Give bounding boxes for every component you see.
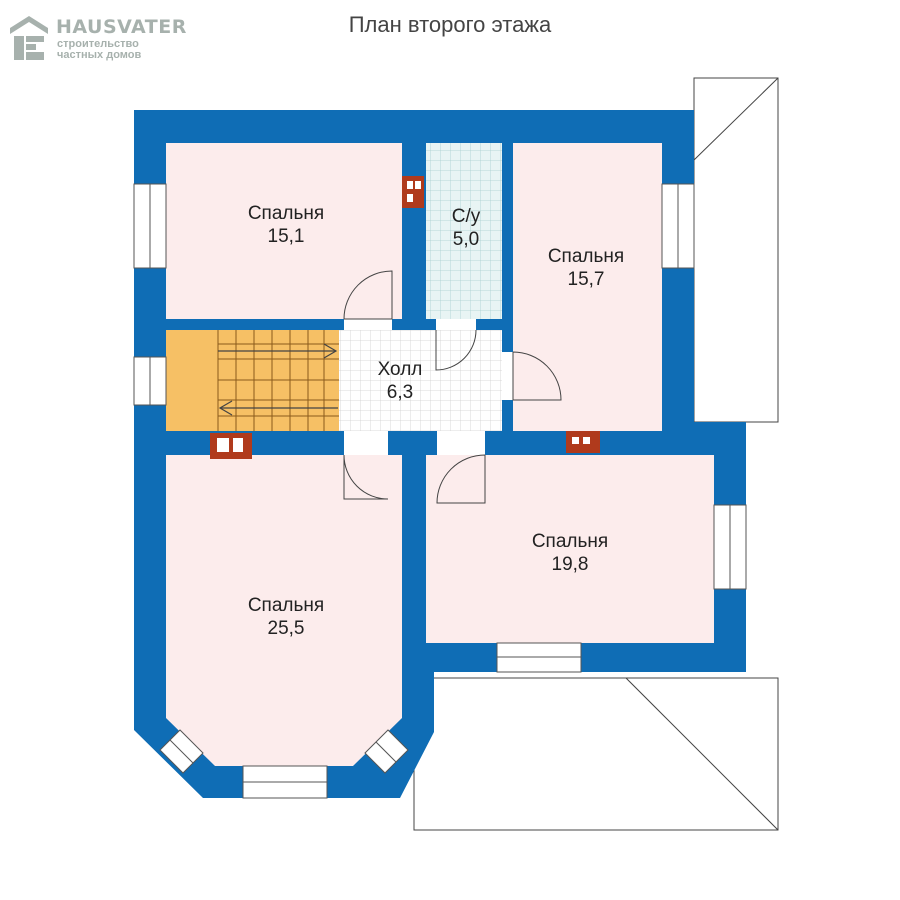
terrace-ne: [693, 77, 779, 423]
label-bedroom-ne: Спальня 15,7: [506, 245, 666, 291]
window-bay-se: [364, 729, 409, 774]
room-hall: [339, 330, 502, 431]
room-name: Холл: [377, 359, 423, 380]
chimney-north: [402, 176, 424, 208]
logo-tagline-line1: строительство: [57, 38, 139, 50]
label-bedroom-se: Спальня 19,8: [490, 530, 650, 576]
room-area: 15,7: [567, 269, 605, 290]
room-name: С/у: [451, 206, 481, 227]
logo-tagline-line2: частных домов: [57, 49, 142, 61]
room-name: Спальня: [531, 531, 609, 552]
stair-arrows: [218, 343, 338, 416]
door-swings: [343, 270, 562, 504]
label-bathroom: С/у 5,0: [386, 205, 546, 251]
room-area: 15,1: [267, 226, 305, 247]
window-south-bedroom-se: [496, 642, 582, 673]
window-bay-sw: [159, 729, 204, 774]
room-area: 19,8: [551, 554, 589, 575]
door-bedroom-sw: [343, 454, 389, 500]
room-name: Спальня: [547, 246, 625, 267]
window-west-upper: [133, 183, 167, 269]
window-south-bay: [242, 765, 328, 799]
chimney-stair: [210, 433, 252, 459]
room-bedroom-nw: [166, 143, 402, 319]
room-bedroom-ne: [513, 143, 662, 431]
logo-name: HAUSVATER: [56, 16, 187, 38]
door-bedroom-se: [436, 454, 486, 504]
label-hall: Холл 6,3: [320, 358, 480, 404]
label-bedroom-nw: Спальня 15,1: [206, 202, 366, 248]
door-bedroom-nw: [343, 270, 393, 320]
label-bedroom-sw: Спальня 25,5: [206, 594, 366, 640]
room-bathroom: [426, 143, 502, 319]
windows: [133, 183, 747, 799]
door-openings: [344, 319, 513, 455]
room-area: 6,3: [386, 382, 414, 403]
window-east-bedroom-ne: [661, 183, 695, 269]
staircase: [217, 330, 339, 431]
room-area: 25,5: [267, 618, 305, 639]
door-bathroom: [435, 329, 477, 371]
window-west-stair: [133, 356, 167, 406]
logo-house-icon: [10, 14, 48, 67]
door-bedroom-ne: [512, 351, 562, 401]
room-area: 5,0: [452, 229, 480, 250]
logo-tagline: строительство частных домов: [57, 39, 187, 61]
room-name: Спальня: [247, 595, 325, 616]
window-east-bedroom-se: [713, 504, 747, 590]
chimney-east: [566, 431, 600, 453]
terrace-se: [413, 677, 779, 831]
room-bedroom-sw: [166, 455, 402, 766]
room-bedroom-se: [426, 455, 714, 643]
page-title: План второго этажа: [348, 12, 552, 37]
room-name: Спальня: [247, 203, 325, 224]
